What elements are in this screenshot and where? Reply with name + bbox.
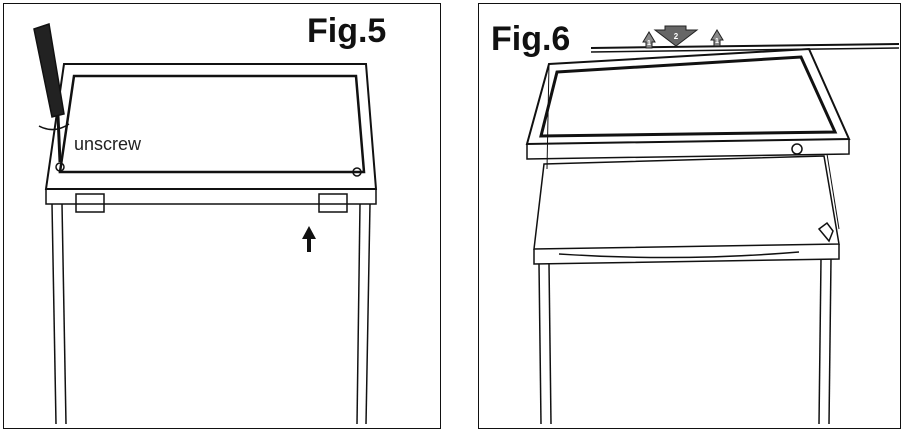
up-arrow-icon [302,226,316,252]
up-arrow-icon [710,29,724,47]
arrow-step-1b: 1 [715,38,719,45]
figure-title: Fig.6 [491,20,571,58]
figure-6-panel: 1 2 1 Fig.6 [478,3,901,429]
up-arrow-icon [642,31,656,49]
arrow-step-1: 1 [647,40,651,47]
arrow-step-2: 2 [674,32,679,41]
lift-arrows: 1 2 1 [642,25,724,49]
figure-title: Fig.5 [307,12,387,50]
figure-5-panel: Fig.5 unscrew [3,3,441,429]
down-arrow-icon [653,25,699,47]
unscrew-label: unscrew [74,134,142,154]
lid-removal-illustration: 1 2 1 [525,25,900,425]
freezer-unscrew-illustration [33,23,378,425]
